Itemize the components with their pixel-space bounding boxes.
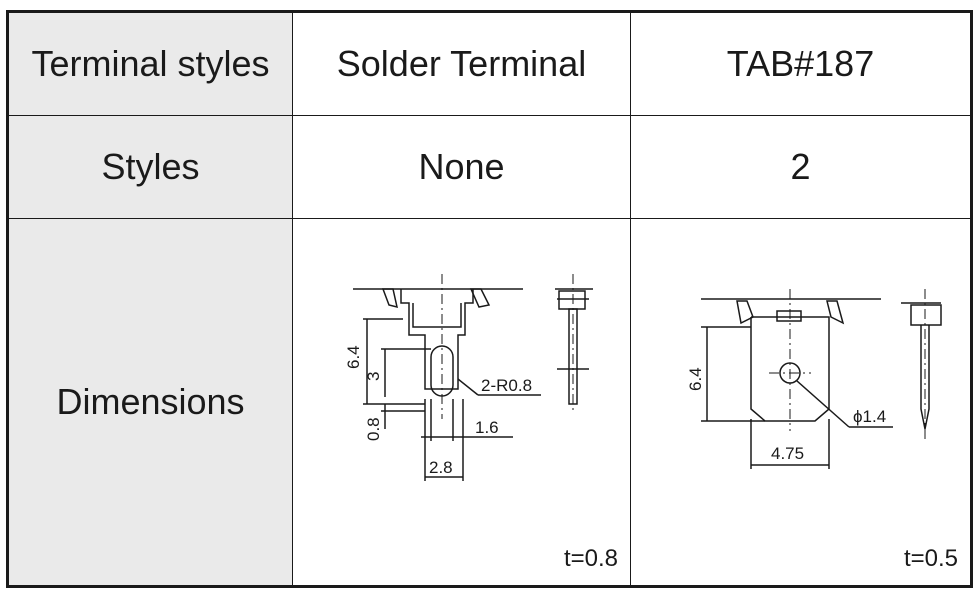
tab-dim-hole: ϕ1.4 — [853, 407, 886, 426]
solder-terminal-heading: Solder Terminal — [336, 43, 587, 84]
row-label-terminal-styles: Terminal styles — [9, 13, 292, 115]
row-divider — [9, 115, 970, 116]
solder-dim-slot: 3 — [364, 372, 383, 381]
solder-styles-value: None — [418, 146, 505, 187]
solder-terminal-drawing: 6.4 3 0.8 2-R0.8 1.6 2.8 — [344, 274, 593, 481]
solder-dim-radius: 2-R0.8 — [481, 376, 532, 395]
column-divider — [630, 13, 631, 585]
solder-dim-width: 2.8 — [429, 458, 453, 477]
solder-dim-bottom: 0.8 — [364, 417, 383, 441]
column-divider — [292, 13, 293, 585]
row-divider — [9, 218, 970, 219]
tab-dim-width: 4.75 — [771, 444, 804, 463]
tab-dim-height: 6.4 — [686, 367, 705, 391]
tab187-drawing-cell: 6.4 4.75 ϕ1.4 t=0.5 — [631, 219, 970, 585]
solder-terminal-drawing-cell: 6.4 3 0.8 2-R0.8 1.6 2.8 t=0.8 — [293, 219, 630, 585]
tab187-drawing: 6.4 4.75 ϕ1.4 — [686, 289, 942, 469]
row-label-dimensions: Dimensions — [9, 219, 292, 585]
solder-thickness: t=0.8 — [563, 545, 618, 572]
solder-dim-slot-width: 1.6 — [475, 418, 499, 437]
row-label-styles: Styles — [9, 116, 292, 218]
tab-styles-value: 2 — [790, 146, 811, 187]
terminal-spec-table: Terminal styles Styles Dimensions Solder… — [6, 10, 973, 588]
tab-thickness: t=0.5 — [903, 545, 958, 572]
solder-dim-height: 6.4 — [344, 345, 363, 369]
tab187-heading: TAB#187 — [726, 43, 875, 84]
